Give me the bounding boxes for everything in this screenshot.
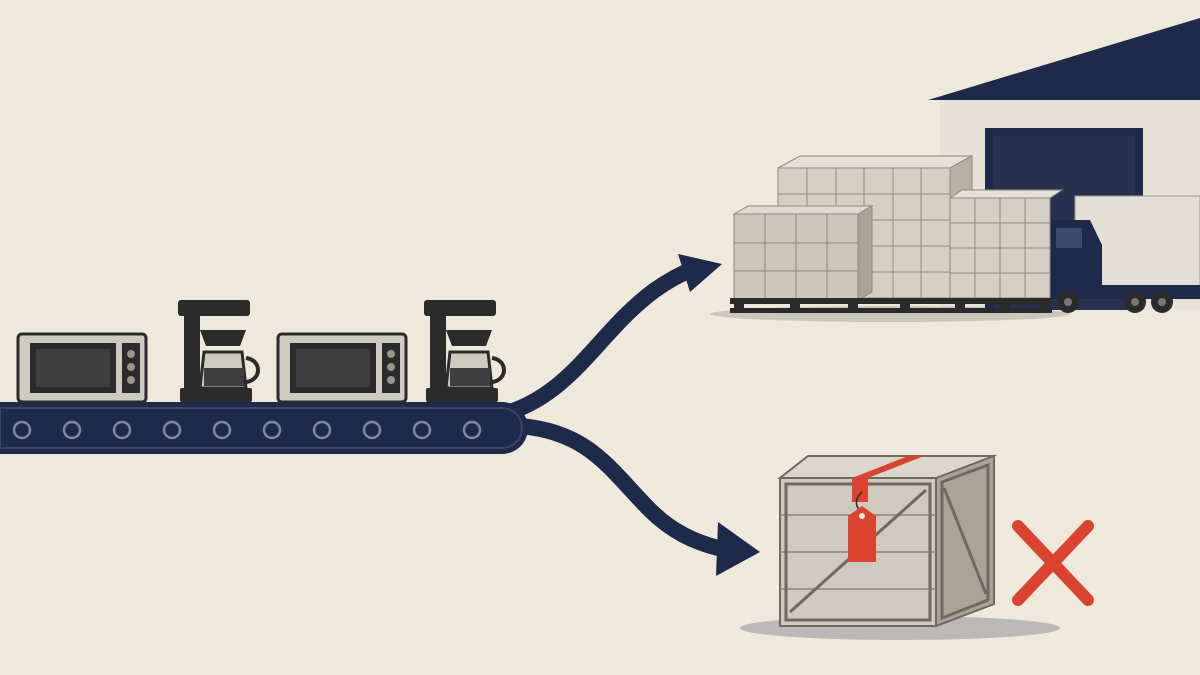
arrow-up-head [678, 254, 722, 292]
conveyor-belt-icon [0, 402, 528, 454]
pallet-stack-icon [710, 155, 1070, 322]
crate-strap-front [852, 478, 868, 502]
pallet-stack-right [948, 189, 1064, 299]
microwave-icon [16, 332, 148, 404]
coffee-maker-icon [424, 300, 506, 402]
reject-x-icon [1012, 520, 1094, 606]
crate-strap-top [852, 456, 924, 478]
pallet-stack-front-left [732, 205, 874, 301]
microwave-icon [276, 332, 408, 404]
pallets [730, 298, 1052, 313]
conveyor-rollers [12, 420, 482, 440]
price-tag-icon [848, 491, 876, 562]
warehouse-roof [928, 18, 1200, 100]
arrow-down-path [512, 418, 726, 556]
truck-window [1056, 228, 1082, 248]
coffee-maker-icon [178, 300, 260, 402]
truck-icon [1050, 195, 1200, 313]
arrow-down-head [716, 522, 760, 576]
split-arrow-icon [502, 254, 760, 576]
arrow-up-path [502, 260, 703, 420]
